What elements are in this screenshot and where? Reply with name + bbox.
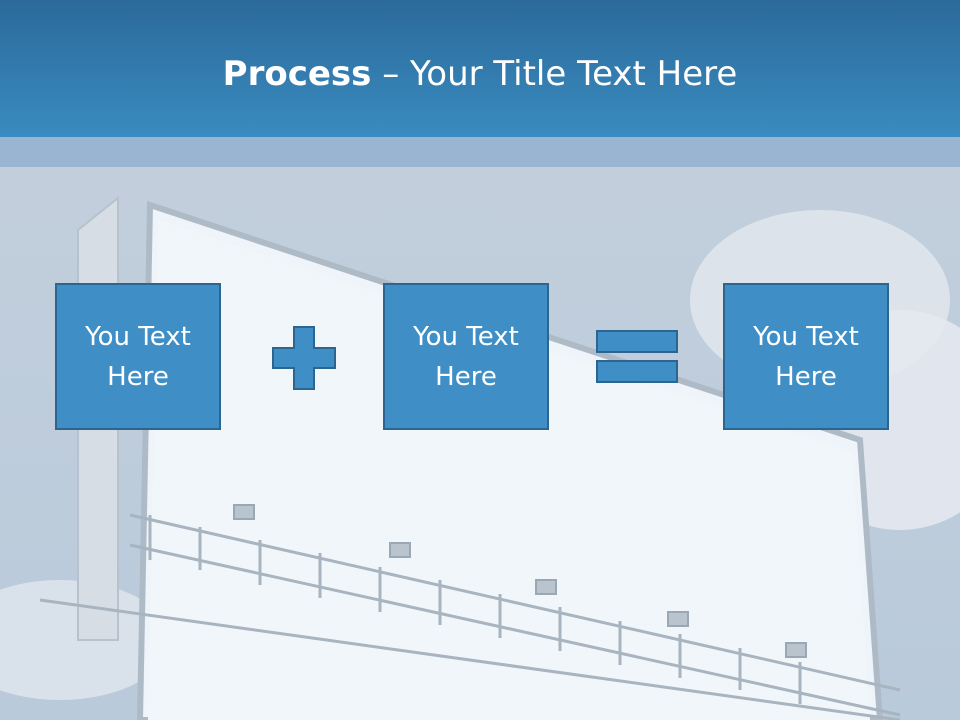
text-box-1[interactable]: You Text Here [55, 283, 221, 430]
text-box-2[interactable]: You Text Here [383, 283, 549, 430]
text-box-3[interactable]: You Text Here [723, 283, 889, 430]
title-bar [0, 0, 960, 137]
slide-title[interactable]: Process – Your Title Text Here [0, 52, 960, 96]
plus-icon[interactable] [272, 326, 336, 390]
text-box-3-label: You Text Here [753, 321, 859, 392]
title-rest: Your Title Text Here [410, 54, 738, 94]
title-bar-underline [0, 137, 960, 167]
equals-icon[interactable] [596, 330, 678, 384]
title-dash: – [371, 54, 411, 94]
text-box-1-label: You Text Here [85, 321, 191, 392]
text-box-2-label: You Text Here [413, 321, 519, 392]
title-bold: Process [222, 54, 372, 94]
